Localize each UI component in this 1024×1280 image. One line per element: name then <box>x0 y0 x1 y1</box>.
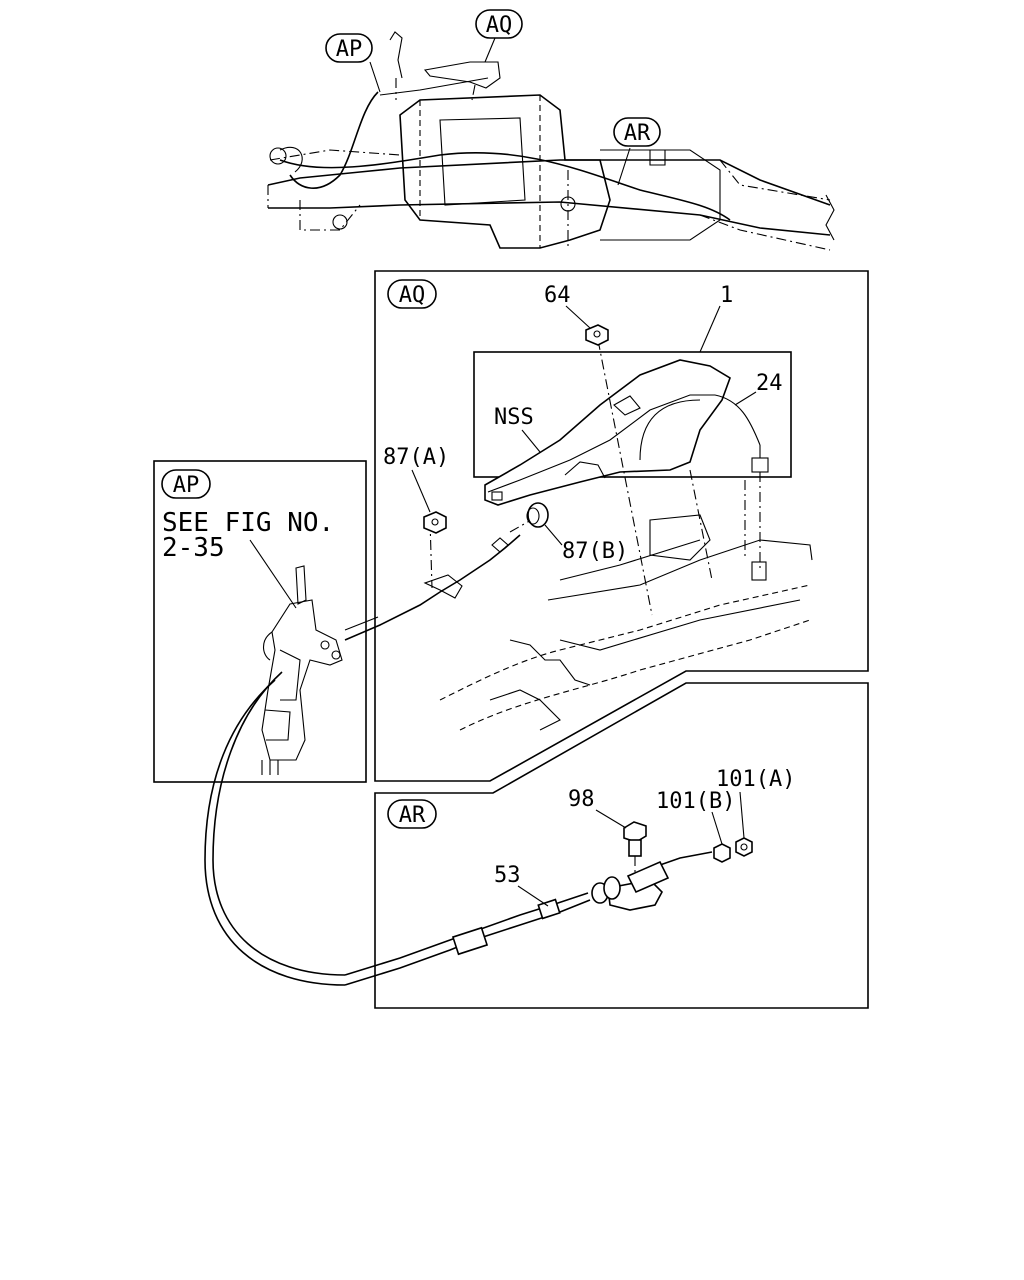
label-nss: NSS <box>494 405 534 430</box>
parking-brake-lever <box>484 359 731 506</box>
see-fig-note-line1: SEE FIG NO. <box>162 508 334 538</box>
label-87a: 87(A) <box>383 445 449 470</box>
nut-101a <box>735 837 753 857</box>
nut-101b <box>713 843 731 863</box>
floor-panel <box>439 514 813 731</box>
panel-aq: AQ <box>344 270 869 782</box>
rear-cable-end <box>591 851 713 911</box>
callout-aq-text: AQ <box>486 13 513 38</box>
lever-inset-box <box>473 351 792 478</box>
callout-ar-overview <box>613 117 661 147</box>
nut-87b <box>526 502 549 528</box>
brake-switch <box>714 394 769 581</box>
shift-lever-assembly <box>261 565 343 775</box>
nut-87a <box>423 511 447 534</box>
panel-ap-tag <box>161 469 211 499</box>
panel-ar-tag <box>387 799 437 829</box>
cable-53 <box>344 892 591 986</box>
panel-ar: AR 98 <box>344 682 869 1009</box>
panel-ap-tag-text: AP <box>173 473 200 498</box>
panel-ap: AP SEE FIG NO. 2-35 <box>153 460 367 783</box>
label-101b: 101(B) <box>656 789 735 814</box>
callout-ap-overview <box>325 33 373 63</box>
label-101a: 101(A) <box>716 767 795 792</box>
bolt-98 <box>623 821 647 895</box>
panel-aq-tag <box>387 279 437 309</box>
panel-aq-tag-text: AQ <box>399 283 426 308</box>
label-87b: 87(B) <box>562 539 628 564</box>
callout-ar-text: AR <box>624 121 651 146</box>
front-cable <box>344 534 521 641</box>
callout-aq-overview <box>475 9 523 39</box>
panel-aq-frame <box>374 270 869 782</box>
vehicle-frame-overview: AP AQ AR <box>267 9 835 251</box>
main-cable-loop <box>204 671 346 986</box>
callout-ap-text: AP <box>336 37 363 62</box>
panel-ar-tag-text: AR <box>399 803 426 828</box>
label-64: 64 <box>544 283 571 308</box>
panel-ar-frame <box>374 682 869 1009</box>
see-fig-note-line2: 2-35 <box>162 533 225 563</box>
label-53: 53 <box>494 863 521 888</box>
label-1: 1 <box>720 283 733 308</box>
nut-64 <box>585 324 609 346</box>
label-24: 24 <box>756 371 783 396</box>
label-98: 98 <box>568 787 595 812</box>
